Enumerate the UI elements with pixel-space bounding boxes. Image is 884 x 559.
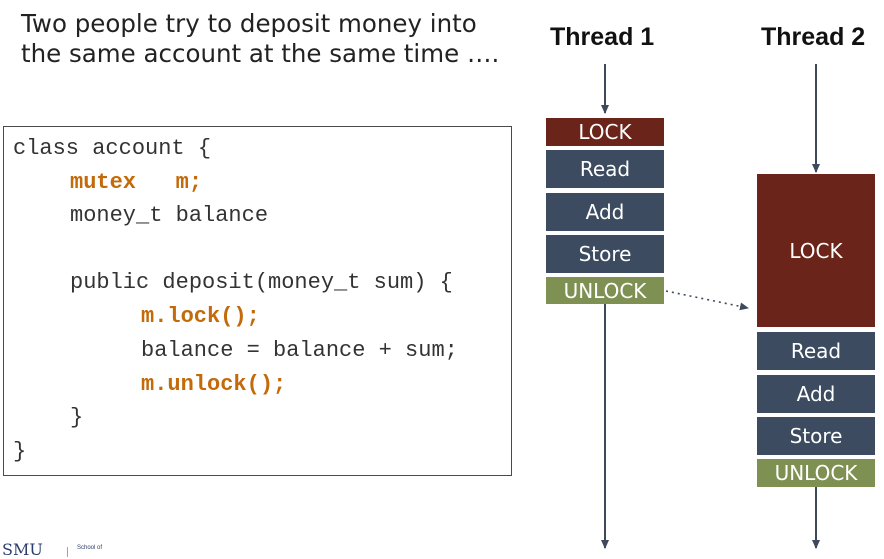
- thread-2-read-block: Read: [757, 332, 875, 370]
- code-line-close-class: }: [13, 439, 27, 464]
- code-line-close-method: }: [70, 405, 84, 430]
- thread-1-add-block: Add: [546, 193, 664, 231]
- thread-1-unlock-block: UNLOCK: [546, 277, 664, 304]
- thread-2-add-block: Add: [757, 375, 875, 413]
- handoff-dotted-arrow: [665, 290, 749, 311]
- code-listing: class account { mutex m; money_t balance…: [3, 126, 512, 476]
- thread-2-lock-block: LOCK: [757, 174, 875, 327]
- intro-line-2: the same account at the same time ….: [21, 39, 500, 68]
- intro-line-1: Two people try to deposit money into: [21, 9, 477, 38]
- thread-1-read-block: Read: [546, 150, 664, 188]
- logo-divider: [67, 547, 68, 557]
- code-line-balance: money_t balance: [70, 203, 269, 228]
- thread-2-title: Thread 2: [761, 23, 866, 51]
- thread-2-unlock-block: UNLOCK: [757, 459, 875, 487]
- thread-1-title: Thread 1: [550, 23, 655, 51]
- code-line-lock: m.lock();: [141, 304, 260, 329]
- smu-logo: SMU School of: [0, 540, 140, 559]
- logo-mark: SMU: [2, 540, 43, 559]
- thread-2-store-block: Store: [757, 417, 875, 455]
- intro-text: Two people try to deposit money into the…: [21, 9, 521, 69]
- code-line-mutex: mutex m;: [70, 170, 203, 195]
- thread-1-lock-block: LOCK: [546, 118, 664, 146]
- thread-1-store-block: Store: [546, 235, 664, 273]
- code-line-update: balance = balance + sum;: [141, 338, 458, 363]
- code-line-unlock: m.unlock();: [141, 372, 287, 397]
- code-line-deposit: public deposit(money_t sum) {: [70, 270, 453, 295]
- logo-school-text: School of: [77, 545, 103, 551]
- code-line-class: class account {: [13, 136, 212, 161]
